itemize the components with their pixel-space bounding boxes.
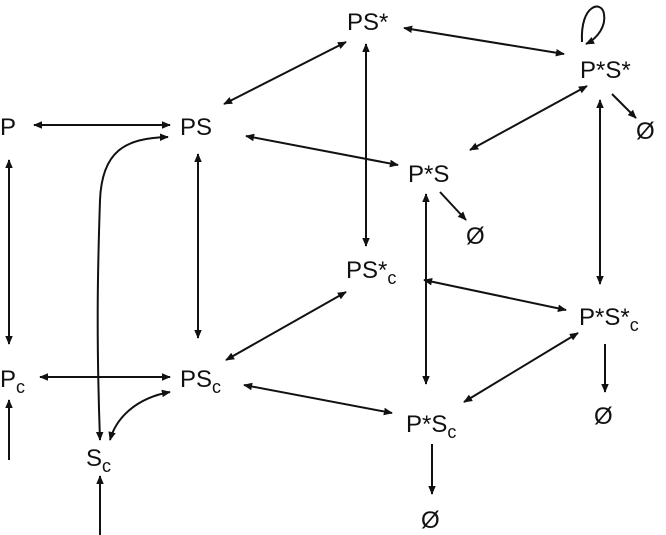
node-p-c-label: P (0, 366, 16, 393)
svg-text:PS*: PS* (347, 9, 388, 36)
node-pstar-sstar-label: P*S* (580, 57, 631, 84)
node-s-c-subscript: c (102, 456, 111, 476)
null-set-icon: Ø (594, 403, 613, 430)
node-null-2: Ø (466, 223, 485, 250)
node-ps-c-label: PS (180, 366, 212, 393)
node-ps-star-label: PS* (347, 9, 388, 36)
svg-text:P*S: P*S (408, 161, 449, 188)
node-ps-c-subscript: c (212, 377, 221, 397)
node-s-c: Sc (86, 445, 111, 476)
node-ps-c: PSc (180, 366, 221, 397)
svg-text:P*S*c: P*S*c (579, 304, 639, 335)
svg-text:P*S*: P*S* (580, 57, 631, 84)
node-ps-star-c: PS*c (346, 257, 396, 288)
nodes: P PS PS* P*S* P*S PS*c P*S*c Pc PSc P*Sc (0, 9, 655, 534)
node-p: P (0, 114, 16, 141)
svg-text:P: P (0, 114, 16, 141)
null-set-icon: Ø (636, 118, 655, 145)
node-pstar-s-label: P*S (408, 161, 449, 188)
svg-text:PS: PS (180, 114, 212, 141)
node-pstar-sstar-c: P*S*c (579, 304, 639, 335)
node-pstar-sstar-c-label: P*S* (579, 304, 630, 331)
node-ps-star: PS* (347, 9, 388, 36)
node-pstar-sstar: P*S* (580, 57, 631, 84)
svg-text:PSc: PSc (180, 366, 221, 397)
node-pstar-s-c-subscript: c (447, 422, 456, 442)
edge-psstar-pstarsstar (403, 25, 565, 57)
node-ps: PS (180, 114, 212, 141)
edge-ps-psstar (223, 41, 347, 105)
edge-pstarsc-pstarsstarc (463, 332, 579, 403)
svg-text:PS*c: PS*c (346, 257, 396, 288)
node-p-c: Pc (0, 366, 25, 397)
edge-sc-psc (108, 389, 171, 441)
edge-psc-psstarc (225, 291, 347, 361)
edge-psstarc-pstarsstarc (423, 277, 567, 313)
svg-text:Ø: Ø (636, 118, 655, 145)
node-ps-star-c-label: PS* (346, 257, 387, 284)
svg-text:Ø: Ø (594, 403, 613, 430)
edge-pstars-pstarsstar (469, 85, 588, 151)
node-pstar-sstar-c-subscript: c (630, 315, 639, 335)
edge-ps-pstars (245, 133, 399, 168)
node-p-label: P (0, 114, 16, 141)
null-set-icon: Ø (466, 223, 485, 250)
node-null-4: Ø (421, 507, 440, 534)
node-null-3: Ø (594, 403, 613, 430)
node-pstar-s-c: P*Sc (406, 411, 456, 442)
null-set-icon: Ø (421, 507, 440, 534)
svg-text:Ø: Ø (421, 507, 440, 534)
node-s-c-label: S (86, 445, 102, 472)
edge-pstarsstar-null1 (611, 93, 637, 119)
svg-text:Ø: Ø (466, 223, 485, 250)
node-pstar-s: P*S (408, 161, 449, 188)
node-null-1: Ø (636, 118, 655, 145)
node-p-c-subscript: c (16, 377, 25, 397)
edge-psc-pstarsc (243, 382, 393, 416)
edge-sc-ps (95, 133, 169, 441)
node-ps-label: PS (180, 114, 212, 141)
svg-text:P*Sc: P*Sc (406, 411, 456, 442)
edge-pstarsstar-self-loop (580, 5, 606, 45)
svg-text:Sc: Sc (86, 445, 111, 476)
svg-text:Pc: Pc (0, 366, 25, 397)
node-ps-star-c-subscript: c (387, 268, 396, 288)
edges (5, 5, 637, 535)
node-pstar-s-c-label: P*S (406, 411, 447, 438)
edge-pstars-null2 (439, 191, 467, 221)
